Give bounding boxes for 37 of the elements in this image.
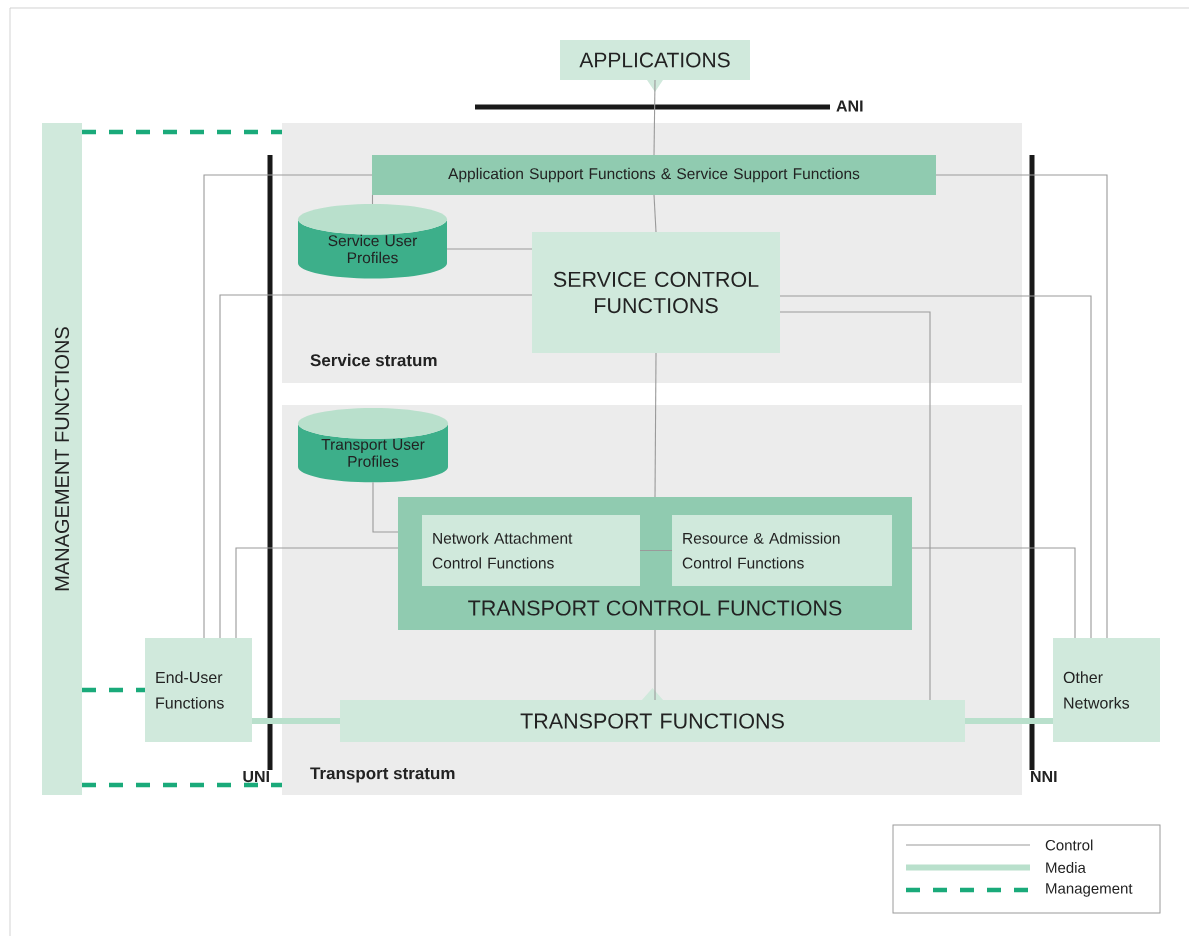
- control-line: [203, 174, 373, 639]
- legend-label: Management: [1046, 883, 1133, 897]
- control-line: [446, 248, 533, 250]
- control-line: [219, 294, 533, 639]
- database-cylinder: Transport User Profiles: [298, 408, 448, 483]
- function-box: Network Attachment Control Functions: [422, 515, 640, 586]
- control-line: [653, 79, 656, 156]
- media-line: [252, 718, 340, 724]
- legend-label: Media: [1046, 862, 1086, 873]
- management-line: [82, 782, 282, 788]
- management-line: [82, 687, 145, 693]
- function-box: Resource & Admission Control Functions: [672, 515, 892, 586]
- interface-label: NNI: [1031, 771, 1057, 782]
- function-box: Application Support Functions & Service Support Functions: [372, 155, 936, 195]
- control-line: [371, 194, 374, 205]
- control-line: [235, 547, 399, 639]
- management-bar: MANAGEMENT FUNCTIONS: [42, 123, 82, 795]
- applications-box: APPLICATIONS: [560, 40, 750, 92]
- control-line: [911, 547, 1076, 639]
- media-line: [965, 718, 1053, 724]
- interface-label: UNI: [243, 771, 269, 783]
- control-line: [779, 295, 1092, 639]
- legend-label: Control: [1045, 839, 1093, 851]
- interface-label: ANI: [836, 100, 863, 112]
- control-line: [639, 549, 673, 552]
- function-box: SERVICE CONTROL FUNCTIONS: [532, 232, 780, 353]
- management-line: [82, 129, 282, 135]
- endpoint-box: End-User Functions: [145, 638, 252, 742]
- control-line: [935, 174, 1108, 639]
- control-line: [654, 352, 657, 498]
- function-box: TRANSPORT FUNCTIONS: [340, 688, 965, 742]
- control-line: [779, 311, 931, 701]
- control-line: [653, 194, 657, 233]
- control-line: [372, 481, 399, 533]
- database-cylinder: Service User Profiles: [298, 204, 447, 279]
- endpoint-box: Other Networks: [1053, 638, 1160, 742]
- control-line: [654, 629, 656, 701]
